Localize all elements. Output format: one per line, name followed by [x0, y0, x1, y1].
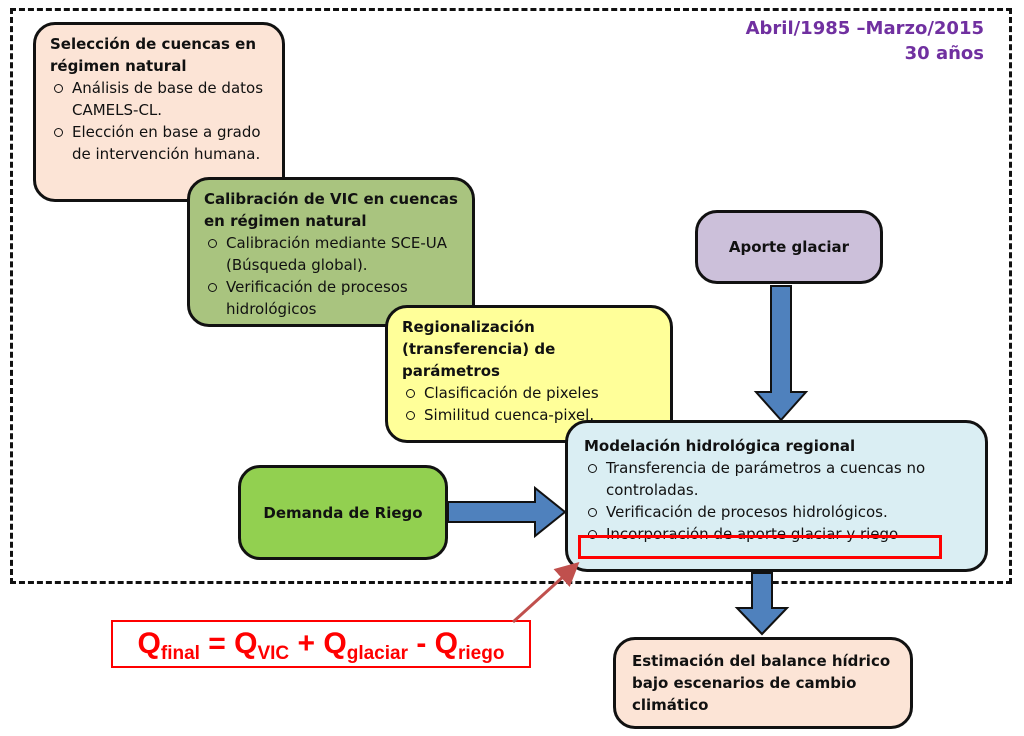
study-period-frame [10, 8, 1012, 584]
formula-subscript: final [160, 643, 200, 664]
box-estimacion-balance: Estimación del balance hídrico bajo esce… [613, 637, 913, 729]
list-item: Verificación de procesos hidrológicos. [584, 501, 969, 523]
box-title: Estimación del balance hídrico bajo esce… [632, 652, 891, 714]
formula-subscript: riego [458, 643, 505, 664]
box-title: Demanda de Riego [263, 503, 423, 522]
list-item: Elección en base a grado de intervención… [50, 121, 268, 165]
formula-box: Qfinal = QVIC + Qglaciar - Qriego [111, 620, 531, 668]
formula-term: Q [137, 627, 161, 660]
box-title: Modelación hidrológica regional [584, 437, 856, 455]
list-item: Incorporación de aporte glaciar y riego [584, 523, 969, 545]
list-item: Clasificación de pixeles [402, 382, 656, 404]
formula-operator: - [407, 627, 435, 660]
arrow-demanda-to-modelacion [447, 485, 567, 539]
list-item: Transferencia de parámetros a cuencas no… [584, 457, 969, 501]
list-item: Análisis de base de datos CAMELS-CL. [50, 77, 268, 121]
box-aporte-glaciar: Aporte glaciar [695, 210, 883, 284]
box-demanda-riego: Demanda de Riego [238, 465, 448, 560]
formula-operator: = [199, 627, 235, 660]
box-title: Regionalización (transferencia) de parám… [402, 318, 556, 380]
arrow-modelacion-to-estimacion [734, 572, 790, 636]
box-calibracion-vic: Calibración de VIC en cuencas en régimen… [187, 177, 475, 327]
list-item: Similitud cuenca-pixel. [402, 404, 656, 426]
formula-term: Q [234, 627, 258, 660]
highlight-rectangle [578, 535, 942, 559]
list-item: Calibración mediante SCE-UA (Búsqueda gl… [204, 232, 458, 276]
period-dates: Abril/1985 –Marzo/2015 [745, 18, 984, 39]
period-years: 30 años [904, 43, 984, 64]
formula-operator: + [289, 627, 324, 660]
list-item: Verificación de procesos hidrológicos [204, 276, 458, 320]
box-title: Selección de cuencas en régimen natural [50, 35, 256, 75]
box-regionalizacion: Regionalización (transferencia) de parám… [385, 305, 673, 443]
formula-subscript: glaciar [346, 643, 408, 664]
box-seleccion-cuencas: Selección de cuencas en régimen natural … [33, 22, 285, 202]
box-modelacion-regional: Modelación hidrológica regional Transfer… [565, 420, 988, 572]
pointer-arrow [511, 561, 580, 624]
formula-subscript: VIC [257, 643, 290, 664]
box-title: Calibración de VIC en cuencas en régimen… [204, 190, 458, 230]
period-label: Abril/1985 –Marzo/2015 30 años [746, 16, 984, 66]
box-title: Aporte glaciar [728, 238, 850, 256]
arrow-aporte-to-modelacion [753, 285, 809, 422]
formula-term: Q [323, 627, 347, 660]
formula-term: Q [434, 627, 458, 660]
